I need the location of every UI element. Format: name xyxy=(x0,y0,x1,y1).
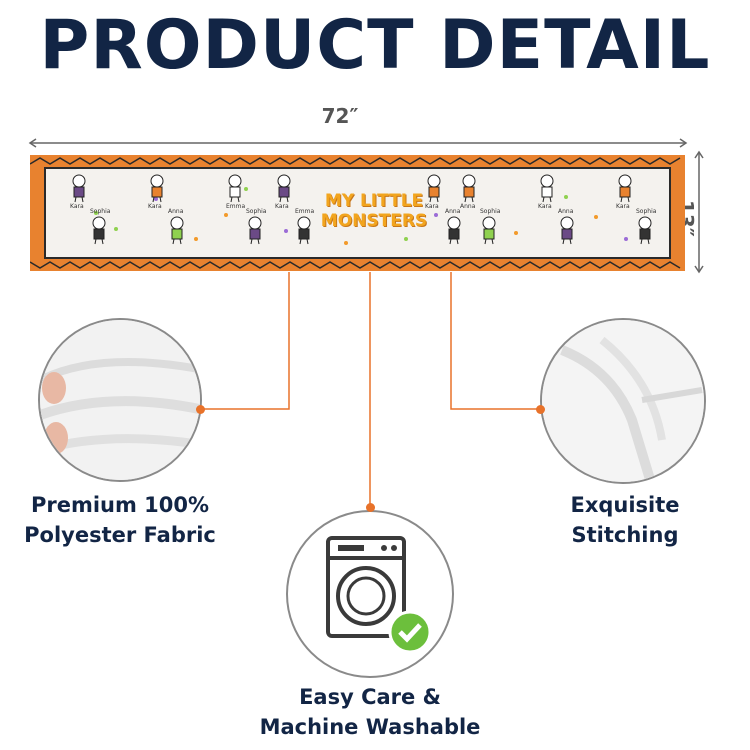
kid-figure-icon xyxy=(462,174,476,203)
runner-character-name: Sophia xyxy=(480,208,501,215)
runner-character: Emma xyxy=(222,173,248,210)
runner-character: Kara xyxy=(144,173,170,210)
washing-connector-dot xyxy=(366,503,375,512)
width-label: 72″ xyxy=(321,104,359,128)
kid-figure-icon xyxy=(170,216,184,245)
washing-feature-label: Easy Care & Machine Washable xyxy=(259,685,481,739)
runner-character: Sophia xyxy=(476,208,502,249)
kid-figure-icon xyxy=(540,174,554,203)
runner-character-name: Kara xyxy=(148,203,162,210)
runner-character-name: Anna xyxy=(460,203,476,210)
runner-title-line1: MY LITTLE xyxy=(324,191,424,211)
washing-feature-circle xyxy=(286,510,454,678)
kid-figure-icon xyxy=(92,216,106,245)
runner-zigzag-top xyxy=(30,157,681,165)
runner-character-name: Kara xyxy=(275,203,289,210)
runner-title-line2: MONSTERS xyxy=(320,211,428,231)
runner-character-name: Emma xyxy=(295,208,315,215)
fabric-connector-dot xyxy=(196,405,205,414)
runner-zigzag-bottom xyxy=(30,261,681,269)
stitching-feature-label: Exquisite Stitching xyxy=(570,493,680,547)
kid-figure-icon xyxy=(427,174,441,203)
stitching-connector-dot xyxy=(536,405,545,414)
runner-character: Anna xyxy=(441,208,467,249)
runner-title: MY LITTLE MONSTERS xyxy=(314,191,434,231)
kid-figure-icon xyxy=(618,174,632,203)
runner-character: Kara xyxy=(612,173,638,210)
kid-figure-icon xyxy=(638,216,652,245)
runner-character-name: Anna xyxy=(168,208,184,215)
page-title: PRODUCT DETAIL xyxy=(39,6,711,85)
runner-character: Kara xyxy=(271,173,297,210)
kid-figure-icon xyxy=(297,216,311,245)
runner-character-name: Emma xyxy=(226,203,246,210)
checkmark-icon xyxy=(388,610,432,654)
runner-character-name: Kara xyxy=(538,203,552,210)
height-dimension-arrow xyxy=(694,150,704,274)
runner-character: Kara xyxy=(421,173,447,210)
runner-character: Anna xyxy=(164,208,190,249)
kid-figure-icon xyxy=(482,216,496,245)
runner-character: Sophia xyxy=(632,208,658,249)
fabric-closeup-image xyxy=(38,318,202,482)
fabric-feature-label: Premium 100% Polyester Fabric xyxy=(24,493,216,547)
kid-figure-icon xyxy=(150,174,164,203)
runner-character-name: Sophia xyxy=(636,208,657,215)
runner-character: Anna xyxy=(456,173,482,210)
runner-character-name: Kara xyxy=(70,203,84,210)
kid-figure-icon xyxy=(228,174,242,203)
runner-character: Sophia xyxy=(86,208,112,249)
runner-character-name: Anna xyxy=(558,208,574,215)
kid-figure-icon xyxy=(560,216,574,245)
runner-character: Kara xyxy=(66,173,92,210)
runner-character: Kara xyxy=(534,173,560,210)
washing-machine-icon xyxy=(326,536,406,638)
runner-character: Anna xyxy=(554,208,580,249)
kid-figure-icon xyxy=(72,174,86,203)
stitching-closeup-image xyxy=(540,318,706,484)
runner-character-name: Sophia xyxy=(246,208,267,215)
kid-figure-icon xyxy=(248,216,262,245)
kid-figure-icon xyxy=(447,216,461,245)
runner-character-name: Anna xyxy=(445,208,461,215)
width-dimension-arrow xyxy=(28,138,688,148)
runner-character: Emma xyxy=(291,208,317,249)
kid-figure-icon xyxy=(277,174,291,203)
runner-character-name: Kara xyxy=(425,203,439,210)
runner-character-name: Kara xyxy=(616,203,630,210)
runner-character-name: Sophia xyxy=(90,208,111,215)
runner-character: Sophia xyxy=(242,208,268,249)
